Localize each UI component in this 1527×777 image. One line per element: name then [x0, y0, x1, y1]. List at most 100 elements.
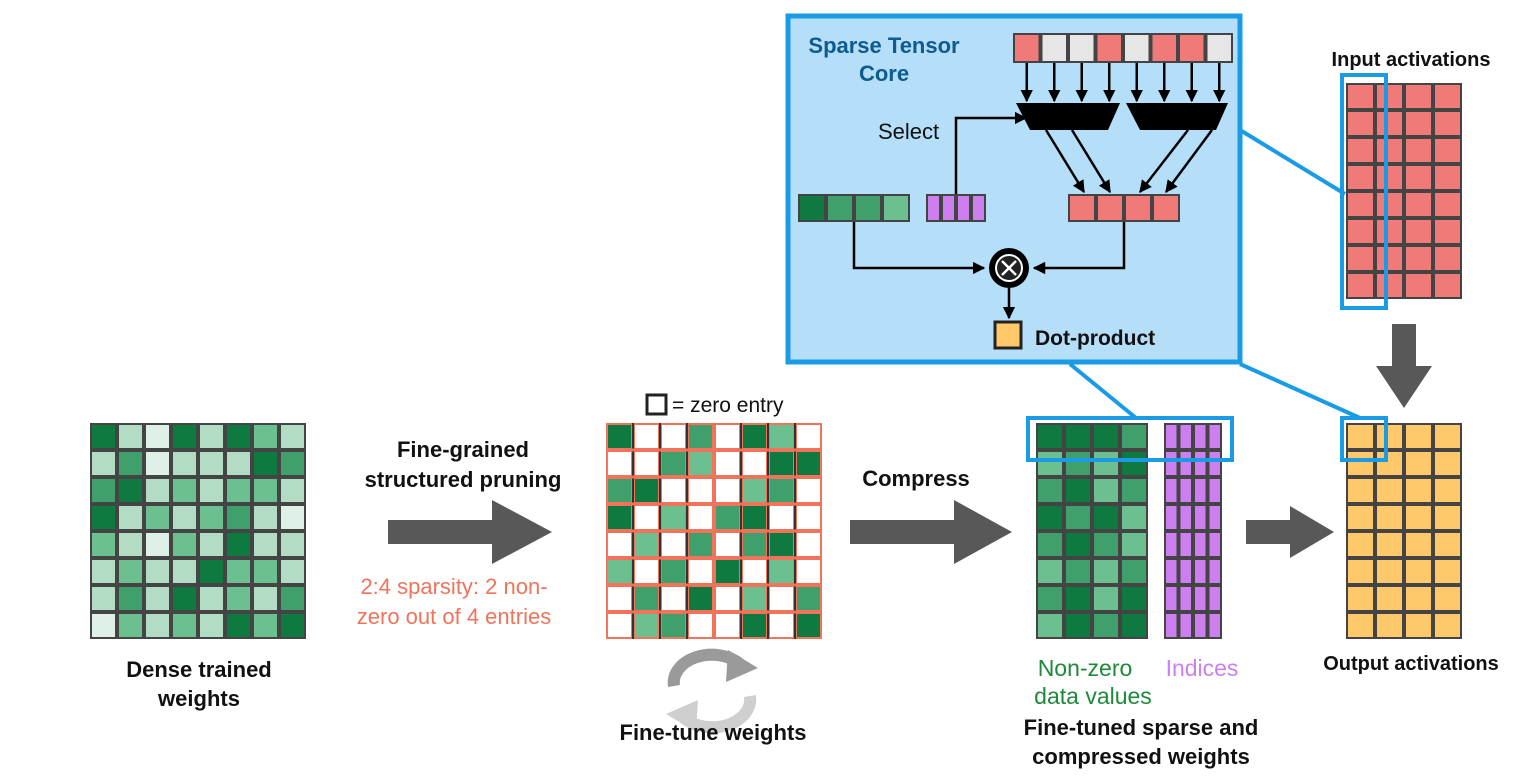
mux-output-arrows — [1044, 129, 1214, 194]
nonzero-value-cell — [1122, 533, 1146, 556]
nonzero-values-matrix — [1036, 423, 1148, 639]
dense-weight-cell — [281, 506, 304, 529]
index-cell — [1209, 479, 1220, 502]
input-activation-cell — [1348, 85, 1373, 108]
index-cell — [1209, 425, 1220, 448]
output-activation-cell — [1435, 560, 1460, 583]
input-activation-cell — [1377, 193, 1402, 216]
dense-weight-cell — [281, 479, 304, 502]
zero-entry-cell — [635, 560, 658, 583]
zero-entry-cell — [635, 506, 658, 529]
input-activation-cell — [1406, 274, 1431, 297]
nonzero-weight-cell — [662, 560, 685, 583]
input-activation-cell — [1406, 85, 1431, 108]
index-cell — [1180, 479, 1191, 502]
zero-entry-cell — [770, 587, 793, 610]
dense-weight-cell — [254, 533, 277, 556]
dense-weight-cell — [92, 614, 115, 637]
multiply-icon — [989, 248, 1029, 288]
nonzero-weight-cell — [662, 506, 685, 529]
output-activation-cell — [1406, 506, 1431, 529]
input-activation-cell — [1435, 193, 1460, 216]
nonzero-value-cell — [1066, 587, 1090, 610]
dense-weight-cell — [254, 587, 277, 610]
dense-weight-cell — [119, 533, 142, 556]
zero-entry-cell — [743, 452, 766, 475]
multiplier-input-arrows — [852, 222, 1126, 275]
zero-entry-cell — [608, 587, 631, 610]
output-activations-label: Output activations — [1323, 653, 1499, 675]
dense-weight-cell — [146, 506, 169, 529]
index-cell — [1166, 452, 1177, 475]
dense-weight-cell — [200, 587, 223, 610]
nonzero-weight-cell — [635, 533, 658, 556]
index-cell — [1166, 506, 1177, 529]
zero-entry-cell — [689, 560, 712, 583]
dense-weight-cell — [173, 533, 196, 556]
index-cell — [1195, 560, 1206, 583]
input-activation-cell — [1406, 112, 1431, 135]
output-activation-cell — [1406, 533, 1431, 556]
index-cell — [1195, 425, 1206, 448]
zoom-connectors — [1068, 128, 1361, 420]
input-activations-matrix — [1346, 83, 1462, 299]
index-cell — [1166, 425, 1177, 448]
output-activation-cell — [1348, 479, 1373, 502]
output-activation-cell — [1406, 560, 1431, 583]
zero-entry-cell — [635, 452, 658, 475]
zero-entry-legend-icon — [645, 393, 668, 416]
output-activation-cell — [1406, 614, 1431, 637]
dense-weight-cell — [146, 425, 169, 448]
sparse-tensor-core-panel — [785, 13, 1243, 365]
output-activation-cell — [1377, 533, 1402, 556]
output-activation-cell — [1406, 479, 1431, 502]
core-index-cell — [943, 196, 954, 220]
zero-entry-cell — [608, 533, 631, 556]
dense-weight-cell — [254, 614, 277, 637]
dense-weight-cell — [119, 560, 142, 583]
index-cell — [1195, 587, 1206, 610]
dense-weight-cell — [227, 614, 250, 637]
nonzero-value-cell — [1066, 560, 1090, 583]
input-activation-cell — [1348, 166, 1373, 189]
nonzero-weight-cell — [662, 452, 685, 475]
selected-activation-vector — [1068, 194, 1180, 222]
nonzero-value-cell — [1066, 425, 1090, 448]
input-activation-cell — [1377, 85, 1402, 108]
nonzero-value-cell — [1094, 452, 1118, 475]
dense-weight-cell — [227, 587, 250, 610]
index-cell — [1209, 533, 1220, 556]
dense-weight-cell — [227, 452, 250, 475]
zero-entry-cell — [716, 614, 739, 637]
input-activation-cell — [1406, 139, 1431, 162]
nonzero-weight-cell — [797, 587, 820, 610]
dense-weight-cell — [92, 587, 115, 610]
zero-entry-cell — [608, 452, 631, 475]
nonzero-weight-cell — [797, 452, 820, 475]
dense-weight-cell — [227, 560, 250, 583]
sparsity-label-line1: 2:4 sparsity: 2 non- — [360, 574, 547, 599]
input-activation-cell — [1377, 274, 1402, 297]
input-activation-cell — [1377, 139, 1402, 162]
selected-activation-cell — [1126, 196, 1150, 220]
selected-activation-cell — [1154, 196, 1178, 220]
output-activation-cell — [1377, 506, 1402, 529]
pruning-label-line1: Fine-grained — [397, 437, 529, 462]
output-activation-cell — [1406, 452, 1431, 475]
core-weight-cell — [884, 196, 908, 220]
nonzero-value-cell — [1122, 587, 1146, 610]
zero-entry-cell — [770, 506, 793, 529]
output-activation-cell — [1435, 452, 1460, 475]
nonzero-value-cell — [1094, 533, 1118, 556]
nonzero-weight-cell — [770, 425, 793, 448]
dense-weight-cell — [146, 587, 169, 610]
fine-tune-label: Fine-tune weights — [620, 720, 807, 745]
zero-entry-cell — [797, 533, 820, 556]
sparsity-label-line2: zero out of 4 entries — [357, 604, 551, 629]
output-activation-cell — [1377, 452, 1402, 475]
pruning-arrow — [388, 500, 552, 564]
nonzero-weight-cell — [743, 533, 766, 556]
nonzero-value-cell — [1038, 479, 1062, 502]
nonzero-value-cell — [1066, 614, 1090, 637]
input-column-highlight — [1340, 73, 1388, 310]
